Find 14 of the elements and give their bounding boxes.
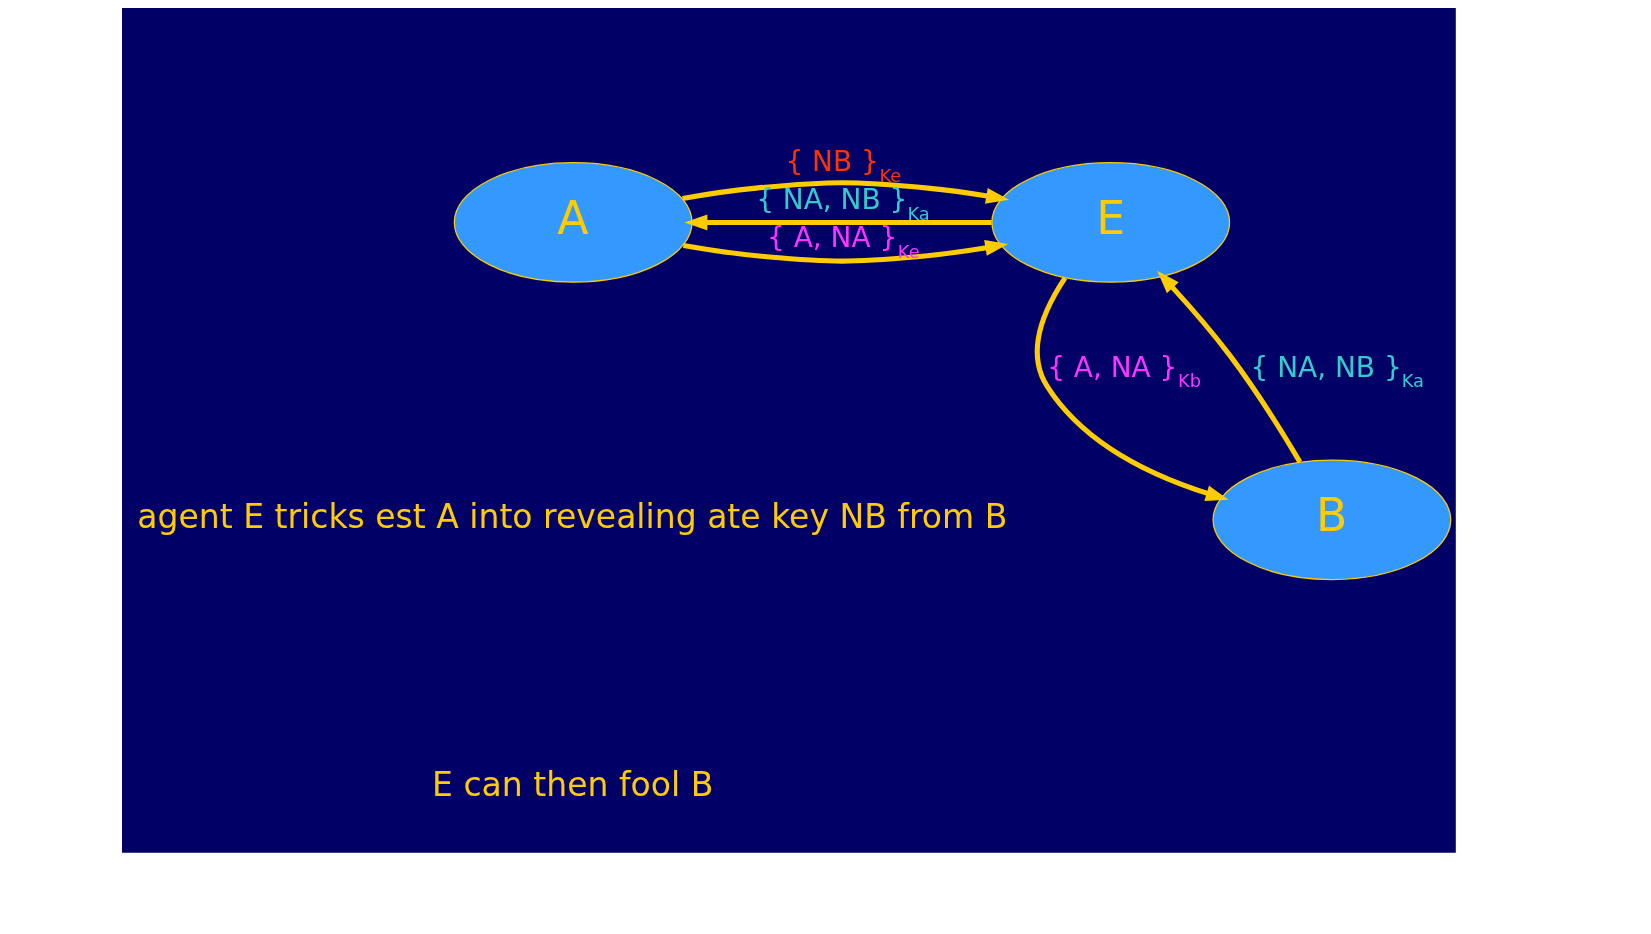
node-ellipse: B: [1212, 459, 1452, 581]
arrow: [684, 214, 992, 231]
edge-label: { NA, NB }$_{Ka}$: [756, 183, 930, 224]
arrow: [683, 240, 1009, 264]
node-ellipse: E: [991, 162, 1231, 283]
arrow: [682, 180, 1009, 204]
label: E can then fool B: [432, 764, 714, 804]
arrow: [1034, 276, 1229, 501]
edge-label: { A, NA }$_{Kb}$: [1047, 350, 1202, 392]
label: agent E tricks est A into revealing ate key NB from B: [137, 496, 1008, 536]
edge-label: { NB }$_{Ke}$: [785, 145, 902, 186]
edge-label: { NA, NB }$_{Ka}$: [1250, 350, 1425, 392]
arrow: [1157, 270, 1303, 464]
node-ellipse: A: [453, 162, 693, 283]
